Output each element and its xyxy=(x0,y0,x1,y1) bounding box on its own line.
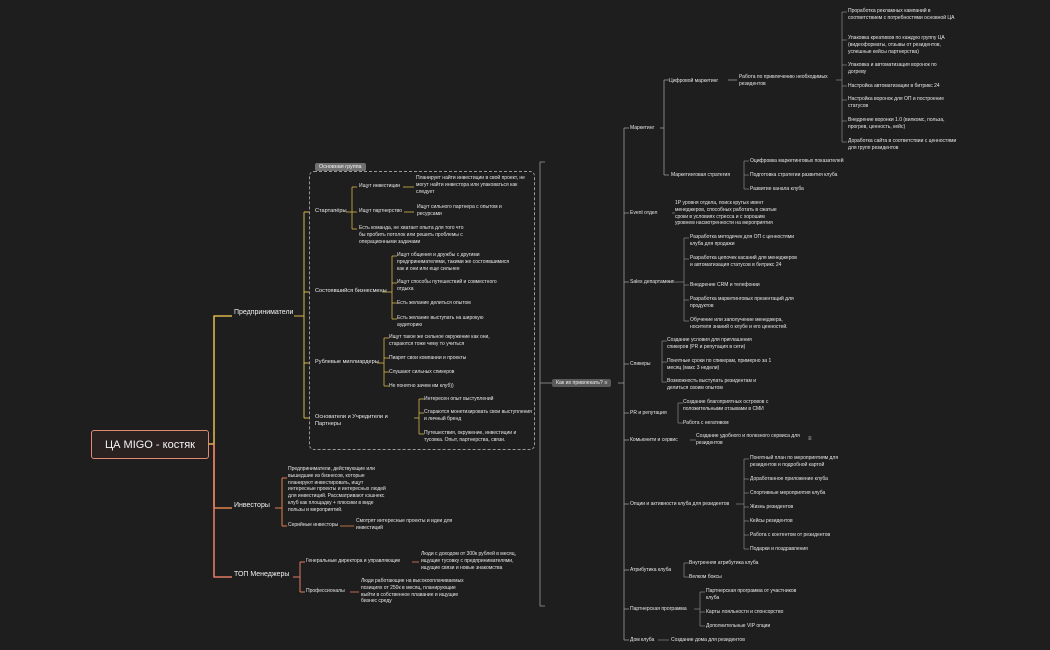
partnership-node[interactable]: Ищут партнерство xyxy=(359,208,402,214)
fnd-item-3[interactable]: Путешествия, окружение, инвестиции и тус… xyxy=(424,430,517,443)
sales-node[interactable]: Sales департамент xyxy=(630,279,675,285)
dig-item-4[interactable]: Настройка автоматизации в битрикс 24 xyxy=(848,83,940,89)
est-item-4[interactable]: Есть желание выступать на широкую аудито… xyxy=(397,315,484,328)
dig-item-6[interactable]: Внедрение воронки 1.0 (вилкомс, польза, … xyxy=(848,117,945,130)
opt-item-3[interactable]: Спортивные мероприятия клуба xyxy=(750,490,826,496)
opt-item-5[interactable]: Кейсы резидентов xyxy=(750,518,793,524)
house-desc[interactable]: Создание дома для резидентов xyxy=(671,637,745,643)
community-desc[interactable]: Создание удобного и полезного сервиса дл… xyxy=(696,433,800,446)
digital-node[interactable]: Цифровой маркетинг xyxy=(669,78,719,84)
opt-item-4[interactable]: Жизнь резидентов xyxy=(750,504,794,510)
serial-investors-node[interactable]: Серийные инвесторы xyxy=(288,522,339,528)
event-desc[interactable]: 1Р уровня отдела, поиск крутых ивент мен… xyxy=(675,200,777,227)
root-link-investors xyxy=(213,444,232,509)
center-bracket xyxy=(539,161,545,607)
attrib-node[interactable]: Атрибутика клуба xyxy=(630,567,672,573)
spk-item-3[interactable]: Возможность выступать резидентам и делит… xyxy=(667,378,757,391)
pr-item-1[interactable]: Создание благоприятных островов с положи… xyxy=(683,399,769,412)
sales-item-4[interactable]: Разработка маркетинговых презентаций для… xyxy=(690,296,794,309)
spk-item-1[interactable]: Создание условия для приглашения спикеро… xyxy=(667,337,752,350)
community-node[interactable]: Комьюнити и сервис xyxy=(630,437,678,443)
dig-item-5[interactable]: Настройка воронок для ОП и построение ст… xyxy=(848,96,945,109)
partner-desc[interactable]: Ищут сильного партнера с опытом и ресурс… xyxy=(417,204,502,217)
digital-work-node[interactable]: Работа по привлечению необходимых резиде… xyxy=(739,74,828,87)
sales-item-2[interactable]: Разработка цепочек касаний для менеджеро… xyxy=(690,255,797,268)
event-node[interactable]: Event отдел xyxy=(630,210,658,216)
pros-desc[interactable]: Люди работающие на высокооплачиваемых по… xyxy=(361,578,464,605)
strategy-node[interactable]: Маркетинговая стратегия xyxy=(671,172,731,178)
team-node[interactable]: Есть команда, не хватает опыта для того … xyxy=(359,225,464,245)
mil-item-4[interactable]: Не понятно зачем им клуб)) xyxy=(389,383,454,389)
investors-node[interactable]: Инвесторы xyxy=(234,502,270,509)
est-item-1[interactable]: Ищут общения и дружбы с другими предприн… xyxy=(397,252,510,272)
investment-node[interactable]: Ищут инвестиции xyxy=(359,183,400,189)
community-note-icon: ≡ xyxy=(808,436,812,442)
spk-item-2[interactable]: Понятные сроки по спикерам, примерно за … xyxy=(667,358,772,371)
est-item-2[interactable]: Ищут способы путешествий и совместного о… xyxy=(397,279,497,292)
par-item-2[interactable]: Карты лояльности и спонсорство xyxy=(706,609,784,615)
pros-node[interactable]: Профессионалы xyxy=(306,588,345,594)
main-group-label: Основная группа xyxy=(315,163,366,171)
dig-item-1[interactable]: Проработка рекламных кампаний в соответс… xyxy=(848,8,955,21)
house-node[interactable]: Дом клуба xyxy=(630,637,655,643)
top-managers-node[interactable]: ТОП Менеджеры xyxy=(234,571,290,578)
established-node[interactable]: Состоявшийся бизнесмены xyxy=(315,288,387,294)
opt-item-7[interactable]: Подарки и поздравления xyxy=(750,546,808,552)
root-link-entrepreneurs xyxy=(209,315,232,445)
dig-item-7[interactable]: Доработка сайта в соответствии с ценност… xyxy=(848,138,957,151)
investors-desc[interactable]: Предприниматели, действующие или вышедши… xyxy=(288,466,386,513)
millionaires-node[interactable]: Рублевые миллиардеры xyxy=(315,359,379,365)
gm-node[interactable]: Генеральные директора и управляющие xyxy=(306,558,401,564)
marketing-node[interactable]: Маркетинг xyxy=(630,125,655,131)
mil-item-1[interactable]: Ищут такое же сильное окружение как они,… xyxy=(389,334,490,347)
sales-item-1[interactable]: Разработка методичек для ОП с ценностями… xyxy=(690,234,794,247)
root-node[interactable]: ЦА MIGO - костяк xyxy=(91,430,209,459)
pr-node[interactable]: PR и репутация xyxy=(630,410,667,416)
root-link-top xyxy=(213,444,232,578)
strat-item-1[interactable]: Оцифровка маркетинговых показателей xyxy=(750,158,844,164)
main-group-frame xyxy=(309,171,535,450)
dig-item-2[interactable]: Упаковка креативов по каждую группу ЦА (… xyxy=(848,35,945,55)
opt-item-1[interactable]: Понятный план по мероприятиям для резиде… xyxy=(750,455,839,468)
mil-item-3[interactable]: Слушают сильных спикеров xyxy=(389,369,455,375)
strat-item-2[interactable]: Подготовка стратегии развития клуба xyxy=(750,172,838,178)
center-node-how-to-attract[interactable]: Как их привлекать? ≡ xyxy=(552,379,612,387)
par-item-1[interactable]: Партнерская программа от участников клуб… xyxy=(706,588,797,601)
investment-desc[interactable]: Планирует найти инвестиции в свой проект… xyxy=(416,175,525,195)
fnd-item-2[interactable]: Стараются монетизировать свои выступлени… xyxy=(424,409,532,422)
sales-item-3[interactable]: Внедрение CRM и телефонии xyxy=(690,282,760,288)
mil-item-2[interactable]: Пиарят свои компании и проекты xyxy=(389,355,467,361)
opt-item-6[interactable]: Работа с контентом от резидентов xyxy=(750,532,831,538)
attr-item-1[interactable]: Внутренняя атрибутика клуба xyxy=(689,560,759,566)
opt-item-2[interactable]: Доработанное приложение клуба xyxy=(750,476,828,482)
founders-node[interactable]: Основатели и Учредители и Партнеры xyxy=(315,414,388,427)
strat-item-3[interactable]: Развитие канала клуба xyxy=(750,186,804,192)
partner-node[interactable]: Партнерская программа xyxy=(630,606,687,612)
gm-desc[interactable]: Люди с доходом от 300к рублей в месяц, и… xyxy=(421,551,516,571)
attr-item-2[interactable]: Велком боксы xyxy=(689,574,722,580)
entrepreneurs-node[interactable]: Предприниматели xyxy=(234,309,294,316)
fnd-item-1[interactable]: Интересен опыт выступлений xyxy=(424,396,494,402)
pr-item-2[interactable]: Работа с негативом xyxy=(683,420,729,426)
note-icon: ≡ xyxy=(604,380,608,386)
serial-desc[interactable]: Смотрят интересные проекты и идеи для ин… xyxy=(356,518,453,531)
par-item-3[interactable]: Дополнительные VIP опции xyxy=(706,623,771,629)
dig-item-3[interactable]: Упаковка и автоматизация воронок по догр… xyxy=(848,62,937,75)
est-item-3[interactable]: Есть желание делиться опытом xyxy=(397,300,471,306)
options-node[interactable]: Опции и активности клуба для резидентов xyxy=(630,501,730,507)
starters-node[interactable]: Стартапёры xyxy=(315,208,347,214)
speakers-node[interactable]: Спикеры xyxy=(630,361,651,367)
sales-item-5[interactable]: Обучение или заполучение менеджера, носи… xyxy=(690,317,788,330)
center-node-label: Как их привлекать? xyxy=(556,380,603,386)
